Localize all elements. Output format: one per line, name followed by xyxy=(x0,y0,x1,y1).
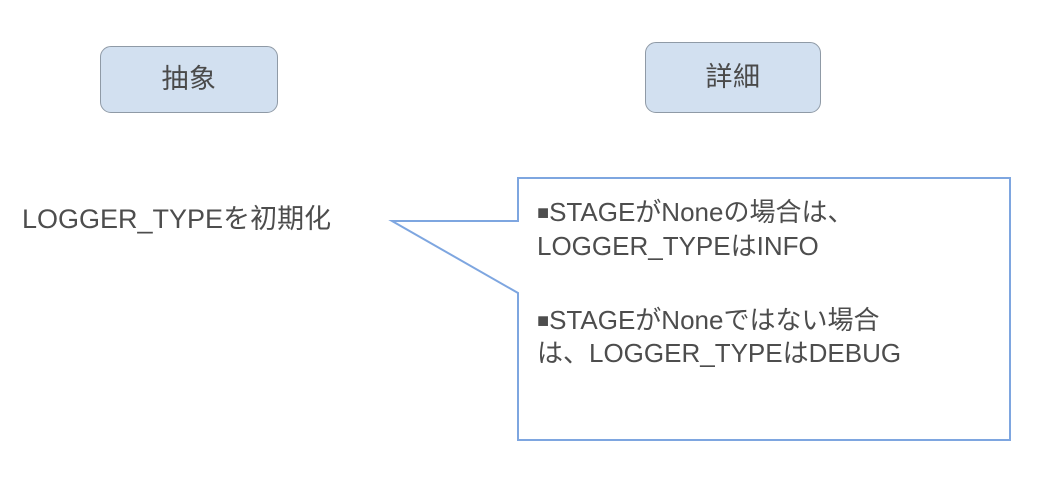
callout-paragraph-2-line-1: STAGEがNoneではない場合 xyxy=(549,304,880,335)
callout-paragraph-1-line-1: STAGEがNoneの場合は、 xyxy=(549,197,854,227)
callout-paragraph-1-line-2: LOGGER_TYPEはINFO xyxy=(537,230,819,261)
header-pill-abstract-label: 抽象 xyxy=(161,64,217,94)
paragraph-spacer xyxy=(537,264,997,304)
callout-bubble-shape xyxy=(388,177,1011,441)
callout-paragraph-1: ■STAGEがNoneの場合は、 LOGGER_TYPEはINFO xyxy=(537,196,997,264)
square-bullet-icon: ■ xyxy=(537,309,550,332)
square-bullet-icon: ■ xyxy=(537,202,550,224)
node-label-text: LOGGER_TYPEを初期化 xyxy=(22,204,332,234)
header-pill-abstract[interactable]: 抽象 xyxy=(100,46,278,113)
callout-text-container: ■STAGEがNoneの場合は、 LOGGER_TYPEはINFO ■STAGE… xyxy=(537,196,997,371)
callout-paragraph-2-line-2: は、LOGGER_TYPEはDEBUG xyxy=(537,338,902,369)
header-pill-detail-label: 詳細 xyxy=(705,62,761,92)
header-pill-detail[interactable]: 詳細 xyxy=(645,42,821,113)
callout-paragraph-2: ■STAGEがNoneではない場合 は、LOGGER_TYPEはDEBUG xyxy=(537,304,997,372)
node-label-logger-type-init: LOGGER_TYPEを初期化 xyxy=(22,203,392,237)
